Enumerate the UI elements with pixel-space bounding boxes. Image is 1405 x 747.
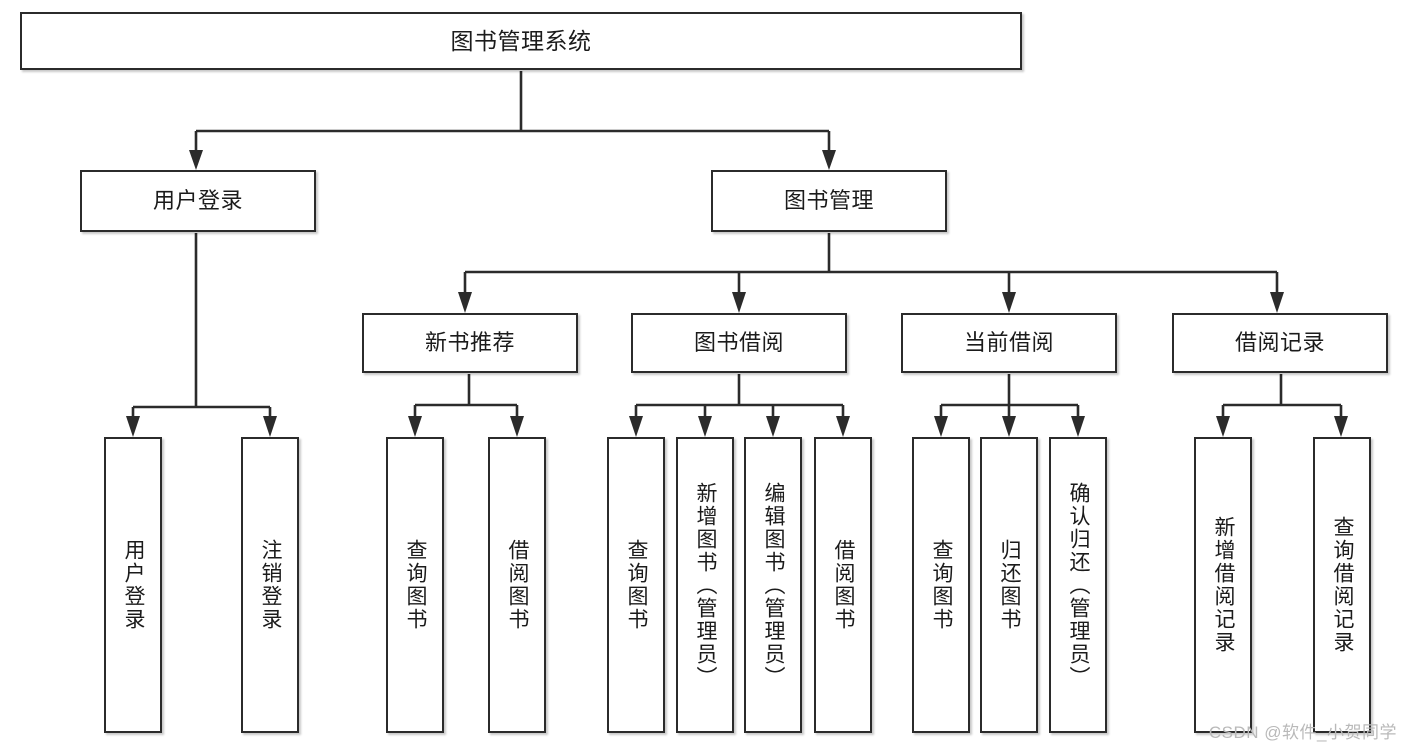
arrowhead-borrowrecord-c2	[1334, 416, 1348, 437]
leaf-new-book-query[interactable]: 查询图书	[386, 437, 444, 733]
arrowhead-newbook	[458, 292, 472, 313]
node-book-management[interactable]: 图书管理	[711, 170, 947, 232]
leaf-book-borrow-edit-label: 编辑图书（管理员）	[762, 481, 786, 689]
leaf-new-book-query-label: 查询图书	[404, 539, 428, 631]
node-user-login[interactable]: 用户登录	[80, 170, 316, 232]
leaf-borrow-record-add-label: 新增借阅记录	[1212, 516, 1236, 654]
leaf-book-borrow-borrow[interactable]: 借阅图书	[814, 437, 872, 733]
node-book-borrow-label: 图书借阅	[693, 330, 784, 356]
leaf-book-borrow-edit[interactable]: 编辑图书（管理员）	[744, 437, 802, 733]
arrowhead-bookborrow-c2	[698, 416, 712, 437]
arrowhead-bookborrow	[732, 292, 746, 313]
leaf-current-borrow-return[interactable]: 归还图书	[980, 437, 1038, 733]
leaf-book-borrow-borrow-label: 借阅图书	[832, 539, 856, 631]
node-root-label: 图书管理系统	[450, 27, 592, 54]
arrowhead-bookborrow-c3	[766, 416, 780, 437]
leaf-borrow-record-add[interactable]: 新增借阅记录	[1194, 437, 1252, 733]
arrowhead-borrowrecord-c1	[1216, 416, 1230, 437]
leaf-current-borrow-query-label: 查询图书	[930, 539, 954, 631]
node-borrow-record[interactable]: 借阅记录	[1172, 313, 1388, 373]
leaf-user-login-logout-label: 注销登录	[259, 539, 283, 631]
arrowhead-user-login	[189, 150, 203, 170]
arrowhead-userlogin-child1	[126, 416, 140, 437]
arrowhead-bookborrow-c1	[629, 416, 643, 437]
leaf-new-book-borrow[interactable]: 借阅图书	[488, 437, 546, 733]
leaf-user-login-login[interactable]: 用户登录	[104, 437, 162, 733]
leaf-borrow-record-query-label: 查询借阅记录	[1331, 516, 1355, 654]
node-new-book-recommend[interactable]: 新书推荐	[362, 313, 578, 373]
node-book-borrow[interactable]: 图书借阅	[631, 313, 847, 373]
leaf-user-login-login-label: 用户登录	[122, 539, 146, 631]
arrowhead-userlogin-child2	[263, 416, 277, 437]
node-root-book-management-system[interactable]: 图书管理系统	[20, 12, 1022, 70]
leaf-book-borrow-add-label: 新增图书（管理员）	[694, 481, 718, 689]
arrowhead-currentborrow-c3	[1071, 416, 1085, 437]
leaf-current-borrow-confirm-return[interactable]: 确认归还（管理员）	[1049, 437, 1107, 733]
arrowhead-currentborrow-c1	[934, 416, 948, 437]
node-current-borrow[interactable]: 当前借阅	[901, 313, 1117, 373]
arrowhead-book-mgmt	[822, 150, 836, 170]
leaf-current-borrow-return-label: 归还图书	[998, 539, 1022, 631]
node-new-book-recommend-label: 新书推荐	[424, 330, 515, 356]
leaf-book-borrow-add[interactable]: 新增图书（管理员）	[676, 437, 734, 733]
leaf-new-book-borrow-label: 借阅图书	[506, 539, 530, 631]
arrowhead-borrowrecord	[1270, 292, 1284, 313]
leaf-user-login-logout[interactable]: 注销登录	[241, 437, 299, 733]
leaf-book-borrow-query-label: 查询图书	[625, 539, 649, 631]
node-current-borrow-label: 当前借阅	[963, 330, 1054, 356]
arrowhead-bookborrow-c4	[836, 416, 850, 437]
node-user-login-label: 用户登录	[152, 188, 243, 214]
node-book-management-label: 图书管理	[783, 188, 874, 214]
leaf-book-borrow-query[interactable]: 查询图书	[607, 437, 665, 733]
leaf-current-borrow-query[interactable]: 查询图书	[912, 437, 970, 733]
node-borrow-record-label: 借阅记录	[1234, 330, 1325, 356]
leaf-current-borrow-confirm-return-label: 确认归还（管理员）	[1067, 481, 1091, 689]
arrowhead-currentborrow-c2	[1002, 416, 1016, 437]
arrowhead-newbook-c1	[408, 416, 422, 437]
arrowhead-currentborrow	[1002, 292, 1016, 313]
arrowhead-newbook-c2	[510, 416, 524, 437]
leaf-borrow-record-query[interactable]: 查询借阅记录	[1313, 437, 1371, 733]
